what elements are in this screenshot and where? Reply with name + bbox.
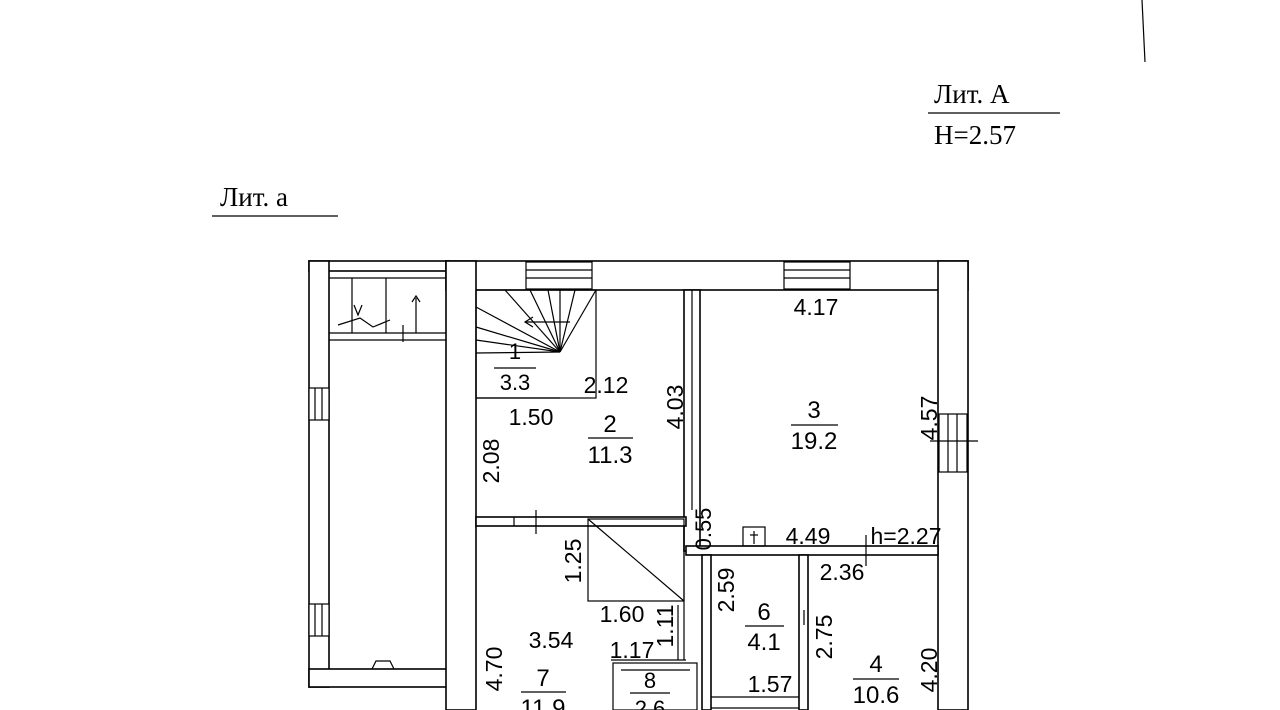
wall-right xyxy=(937,260,969,710)
room-7-number: 7 xyxy=(536,665,549,692)
dimension-labels: 4.17 4.57 2.12 1.50 4.03 2.08 0.55 4.49 … xyxy=(478,294,942,697)
dim-055: 0.55 xyxy=(691,508,716,551)
dim-403: 4.03 xyxy=(662,385,688,430)
room-8-outline xyxy=(612,662,698,710)
dim-449: 4.49 xyxy=(786,523,831,549)
dim-259: 2.59 xyxy=(713,568,739,613)
partition-3-4 xyxy=(685,545,939,556)
room-6-number: 6 xyxy=(757,599,770,626)
room-8-number: 8 xyxy=(644,668,656,693)
dim-150: 1.50 xyxy=(509,404,554,430)
partition-6-right xyxy=(798,554,809,710)
wall-top xyxy=(445,260,969,291)
room-7-area: 11.9 xyxy=(521,695,566,710)
partition-2-7 xyxy=(475,516,687,527)
partitions xyxy=(475,289,939,710)
letter-annex-label: Лит. а xyxy=(220,182,288,212)
window-top-left xyxy=(525,261,593,290)
room-2-area: 11.3 xyxy=(588,442,633,469)
dim-160: 1.60 xyxy=(600,601,645,627)
dim-420: 4.20 xyxy=(916,648,942,693)
dim-354: 3.54 xyxy=(529,627,574,653)
dim-h227: h=2.27 xyxy=(871,523,942,549)
dim-470: 4.70 xyxy=(481,647,507,692)
room-1-area: 3.3 xyxy=(500,370,531,395)
room-6-area: 4.1 xyxy=(747,629,780,656)
staircase xyxy=(475,289,597,399)
room-2-number: 2 xyxy=(603,411,616,438)
height-main-label: H=2.57 xyxy=(934,120,1016,150)
dim-417: 4.17 xyxy=(794,294,839,320)
room-4-number: 4 xyxy=(869,651,882,678)
annex xyxy=(308,260,450,688)
dim-117: 1.17 xyxy=(610,637,655,663)
letter-main-label: Лит. А xyxy=(934,79,1010,109)
partition-6-left xyxy=(701,554,712,710)
main-walls xyxy=(445,260,978,710)
stair-block xyxy=(587,518,685,602)
room-4-area: 10.6 xyxy=(853,682,900,709)
annex-wall-top xyxy=(308,260,450,272)
window-right xyxy=(938,413,968,473)
dim-111: 1.11 xyxy=(652,604,678,647)
dim-212: 2.12 xyxy=(584,372,629,398)
room-labels: 1 3.3 2 11.3 3 19.2 4 10.6 6 4.1 7 11.9 … xyxy=(494,339,899,710)
window-top-right xyxy=(783,261,851,290)
annex-window-2 xyxy=(308,603,330,637)
annex-wall-bottom xyxy=(308,668,450,688)
room-3-area: 19.2 xyxy=(791,428,838,455)
dim-236: 2.36 xyxy=(820,559,865,585)
room-8-area: 2.6 xyxy=(635,696,666,710)
edge-mark xyxy=(1141,0,1146,63)
chimney-symbol xyxy=(742,526,766,547)
dim-275: 2.75 xyxy=(811,615,837,660)
annex-window-1 xyxy=(308,387,330,421)
dim-157: 1.57 xyxy=(748,671,793,697)
room-1-number: 1 xyxy=(509,339,521,364)
room-3-number: 3 xyxy=(807,397,820,424)
dim-125: 1.25 xyxy=(560,539,586,584)
dim-457: 4.57 xyxy=(916,396,942,441)
dim-208: 2.08 xyxy=(478,439,504,484)
wall-left xyxy=(445,260,477,710)
